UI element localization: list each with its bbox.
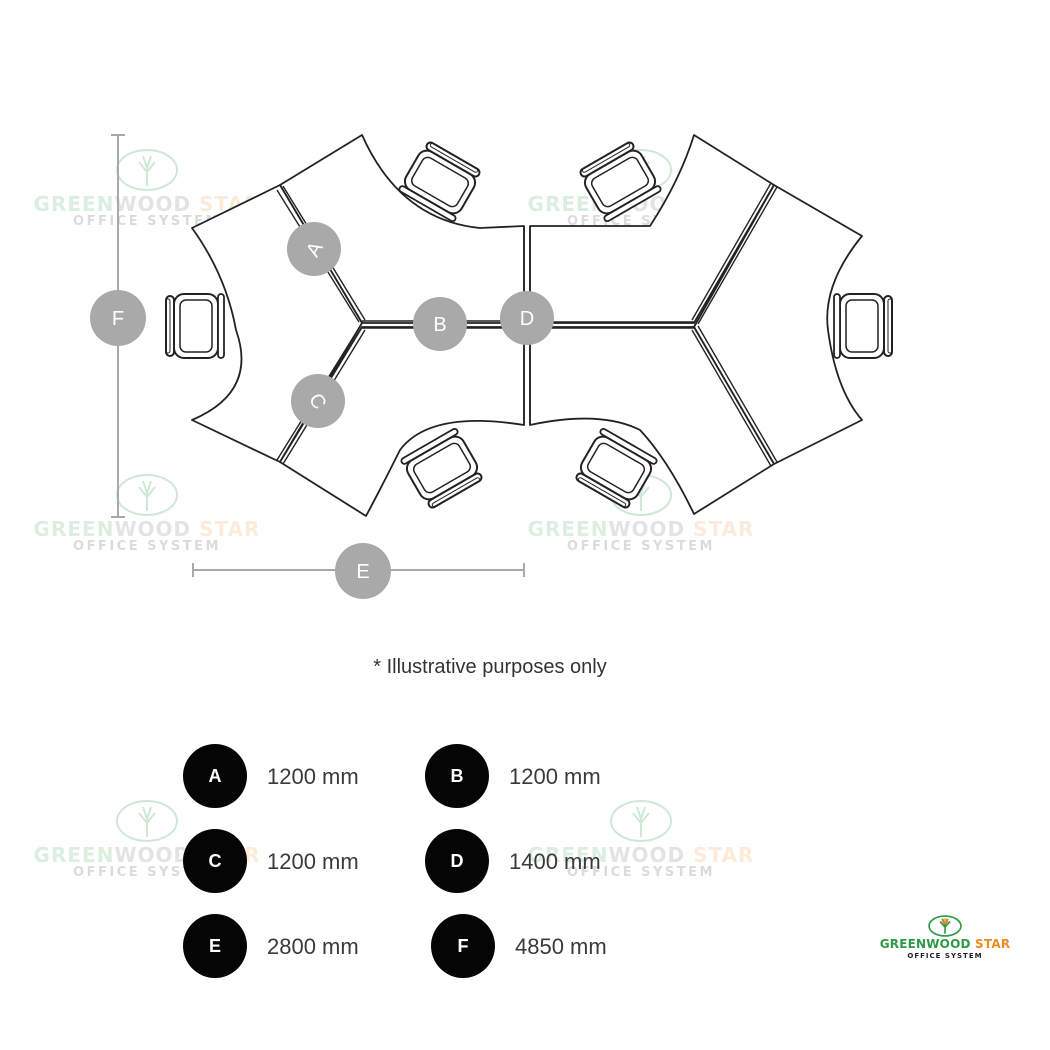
legend-value-c: 1200 mm <box>267 849 359 874</box>
brand-logo: GREENWOOD STAR OFFICE SYSTEM <box>870 915 1020 960</box>
watermark-text-orange: STAR <box>693 843 755 867</box>
chair-right <box>833 293 893 359</box>
legend-value-e: 2800 mm <box>267 934 359 959</box>
legend-badge-b: B <box>425 744 489 808</box>
logo-text-green: GREENWOOD <box>879 937 971 951</box>
desk-bottom-right <box>529 326 775 515</box>
desk-cluster-right <box>529 134 863 515</box>
marker-f-label: F <box>112 308 124 330</box>
marker-e-label: E <box>356 561 369 583</box>
chair-left <box>165 293 225 359</box>
legend-badge-a: A <box>183 744 247 808</box>
legend-badge-d: D <box>425 829 489 893</box>
logo-text-orange: STAR <box>975 937 1011 951</box>
marker-a: A <box>287 222 341 276</box>
marker-b: B <box>413 297 467 351</box>
marker-b-label: B <box>433 314 446 336</box>
tree-logo-icon <box>928 915 962 937</box>
watermark-text-dark: WOOD <box>114 843 192 867</box>
chair-bottom-left <box>399 426 486 511</box>
marker-c: C <box>291 374 345 428</box>
watermark-text-dark: WOOD <box>608 843 686 867</box>
floor-plan-diagram: A B C D E F <box>90 134 893 599</box>
logo-subtitle: OFFICE SYSTEM <box>907 952 983 960</box>
illustrative-note: * Illustrative purposes only <box>373 656 607 678</box>
legend-badge-c: C <box>183 829 247 893</box>
legend-badge-f: F <box>431 914 495 978</box>
legend-value-b: 1200 mm <box>509 764 601 789</box>
legend-value-a: 1200 mm <box>267 764 359 789</box>
marker-f: F <box>90 290 146 346</box>
chair-top-right <box>576 139 663 224</box>
desk-bottom-left <box>279 326 525 517</box>
tree-logo-icon <box>610 800 672 842</box>
tree-logo-icon <box>116 800 178 842</box>
marker-e: E <box>335 543 391 599</box>
chair-bottom-right <box>572 426 659 511</box>
marker-d: D <box>500 291 554 345</box>
watermark-text-green: GREEN <box>33 843 115 867</box>
legend-value-f: 4850 mm <box>515 934 607 959</box>
desk-side-right <box>693 184 863 465</box>
marker-d-label: D <box>520 308 534 330</box>
legend-value-d: 1400 mm <box>509 849 601 874</box>
legend-badge-e: E <box>183 914 247 978</box>
desk-top-left <box>279 134 525 324</box>
